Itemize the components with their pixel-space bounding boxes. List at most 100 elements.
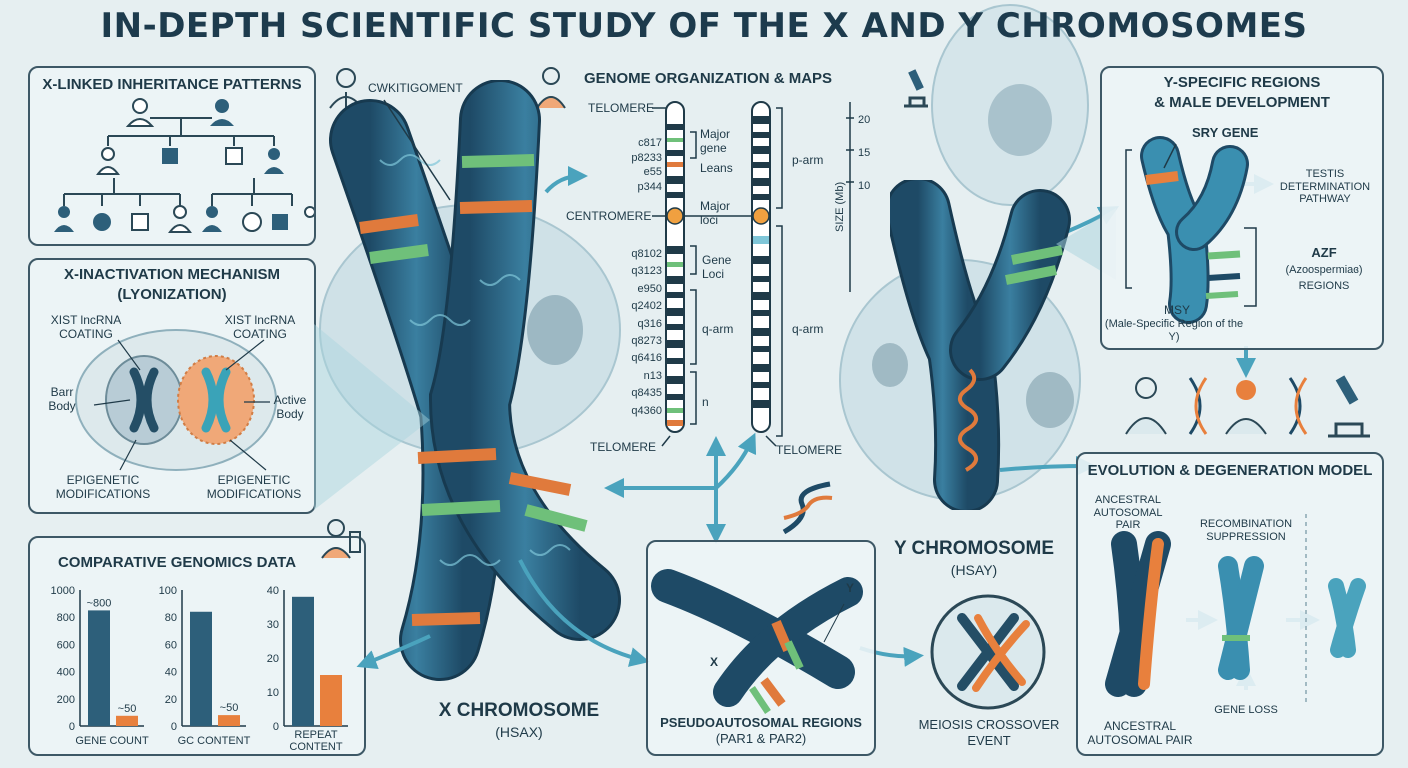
band-label: q8102 <box>631 248 662 260</box>
meiosis-line1: MEIOSIS CROSSOVER <box>918 717 1060 732</box>
chart-tick-label: 1000 <box>51 585 75 597</box>
centromere-label: CENTROMERE <box>566 209 652 223</box>
par-x-label: X <box>710 655 719 669</box>
chart-bar <box>292 596 314 726</box>
band-label: e950 <box>637 282 662 295</box>
chart-tick-label: 600 <box>57 639 75 651</box>
major-gene-label: Major gene <box>700 127 731 155</box>
lower-band-labels: q8102 q3123 e950 q2402 q316 q8273 q6416 … <box>608 246 662 420</box>
band-label: p344 <box>637 180 662 193</box>
doctor-icon <box>1125 377 1167 435</box>
dna-icon <box>1188 377 1208 435</box>
inactivation-cell-diagram <box>75 329 277 471</box>
evolution-panel: EVOLUTION & DEGENERATION MODEL ANCESTRAL… <box>1076 452 1384 756</box>
chart-tick-label: 10 <box>267 687 279 699</box>
y-specific-panel: Y-SPECIFIC REGIONS & MALE DEVELOPMENT SR… <box>1100 66 1384 350</box>
sry-band <box>1145 171 1179 185</box>
magnifier-cone <box>314 324 430 510</box>
chart-data-label: ~800 <box>87 597 112 609</box>
x-chromosome-name: X CHROMOSOME <box>438 700 600 721</box>
chart-bar <box>320 675 342 726</box>
centromere-right-icon <box>752 207 770 225</box>
dna-icon-2 <box>1288 377 1308 435</box>
par-title-line1: PSEUDOAUTOSOMAL REGIONS <box>660 715 862 730</box>
dna-helix-icon <box>782 481 833 535</box>
page-title: IN-DEPTH SCIENTIFIC STUDY OF THE X AND Y… <box>100 6 1308 46</box>
chart-tick-label: 0 <box>69 721 75 733</box>
chart-tick-label: 200 <box>57 694 75 706</box>
telomere-top-label: TELOMERE <box>588 101 655 115</box>
chart-tick-label: 0 <box>171 721 177 733</box>
chart-tick-label: 30 <box>267 619 279 631</box>
chart-bar <box>190 611 212 726</box>
n-label: n <box>702 395 709 409</box>
leans-label: Leans <box>700 161 733 175</box>
x-chromosome-code: (HSAX) <box>495 724 543 740</box>
testis-label: TESTIS DETERMINATION PATHWAY <box>1279 168 1371 206</box>
pedigree-chart <box>54 98 314 233</box>
par-title-line2: (PAR1 & PAR2) <box>715 731 807 746</box>
chart-x-label: CONTENT <box>289 741 342 753</box>
azf-sub: (Azoospermiaɞ) <box>1285 264 1363 276</box>
p-arm-label: p-arm <box>792 153 824 167</box>
band-label: q8273 <box>631 335 662 348</box>
recomb-label: RECOMBINATION SUPPRESSION <box>1199 518 1293 543</box>
x-chromosome-bands <box>359 154 588 626</box>
y-chromosome-name: Y CHROMOSOME <box>893 538 1055 559</box>
gene-loci-label: Gene Loci <box>702 253 732 281</box>
sry-label: SRY GENE <box>1192 125 1259 140</box>
chart-bar <box>88 610 110 726</box>
band-label: n13 <box>643 369 662 382</box>
y-chromosome-code: (HSAY) <box>950 562 998 578</box>
chart-tick-label: 400 <box>57 667 75 679</box>
band-label: c817 <box>638 137 662 149</box>
active-chromosome-icon <box>201 367 231 433</box>
band-label: q6416 <box>631 352 662 365</box>
chart-tick-label: 40 <box>165 667 177 679</box>
chart-tick-label: 100 <box>159 585 177 597</box>
q-arm-left-label: q-arm <box>702 322 734 336</box>
chart-tick-label: 20 <box>267 653 279 665</box>
msy-sub: (Male-Specific Region of the Y) <box>1104 318 1244 343</box>
researcher-icon <box>536 67 566 109</box>
comparative-title: COMPARATIVE GENOMICS DATA <box>57 554 297 571</box>
upper-band-labels: c817 p8233 e55 p344 <box>614 136 662 194</box>
gene-loss-label: GENE LOSS <box>1214 704 1278 716</box>
band-label: p8233 <box>631 151 662 164</box>
microscope-icon-2 <box>1328 375 1370 438</box>
xist-right-label: XIST lncRNA COATING <box>224 313 296 341</box>
azf-title: AZF <box>1311 245 1337 260</box>
y-specific-title-line1: Y-SPECIFIC REGIONS <box>1163 74 1321 91</box>
chart-x-label: REPEAT <box>294 729 337 741</box>
genome-ideograms <box>652 101 854 447</box>
genome-title: GENOME ORGANIZATION & MAPS <box>584 70 833 87</box>
pedigree-person-icons <box>54 98 314 233</box>
dna-helix-texture <box>379 154 571 566</box>
inactivation-title-line2: (LYONIZATION) <box>117 286 227 303</box>
evolution-diagram <box>1105 514 1366 704</box>
band-label: q8435 <box>631 387 662 400</box>
telomere-bottom-left-label: TELOMERE <box>590 440 657 454</box>
ancestral-top-label: ANCESTRAL AUTOSOMAL PAIR <box>1093 494 1163 532</box>
x-inactivation-panel: X-INACTIVATION MECHANISM (LYONIZATION) X… <box>28 258 316 514</box>
inactivation-title-line1: X-INACTIVATION MECHANISM <box>63 266 281 283</box>
chart-tick-label: 60 <box>165 639 177 651</box>
major-loci-label: Major loci <box>700 199 731 227</box>
chart-x-label: GENE COUNT <box>75 735 149 747</box>
chart-data-label: ~50 <box>118 703 137 715</box>
x-linked-inheritance-panel: X-LINKED INHERITANCE PATTERNS <box>28 66 316 246</box>
centromere-left-icon <box>666 207 684 225</box>
azf-regions: REGIONS <box>1298 280 1350 292</box>
y-specific-title-line2: & MALE DEVELOPMENT <box>1154 94 1330 111</box>
size-tick: 10 <box>858 180 871 192</box>
pseudoautosomal-panel: Y X PSEUDOAUTOSOMAL REGIONS (PAR1 & PAR2… <box>646 540 876 756</box>
chart-bar <box>116 715 138 726</box>
band-label: q2402 <box>631 300 662 313</box>
q-arm-right-label: q-arm <box>792 322 824 336</box>
chart-tick-label: 0 <box>273 721 279 733</box>
barr-body-chromosome-icon <box>129 367 159 433</box>
epigenetic-left-label: EPIGENETIC MODIFICATIONS <box>55 473 151 501</box>
evolution-title: EVOLUTION & DEGENERATION MODEL <box>1087 462 1373 479</box>
